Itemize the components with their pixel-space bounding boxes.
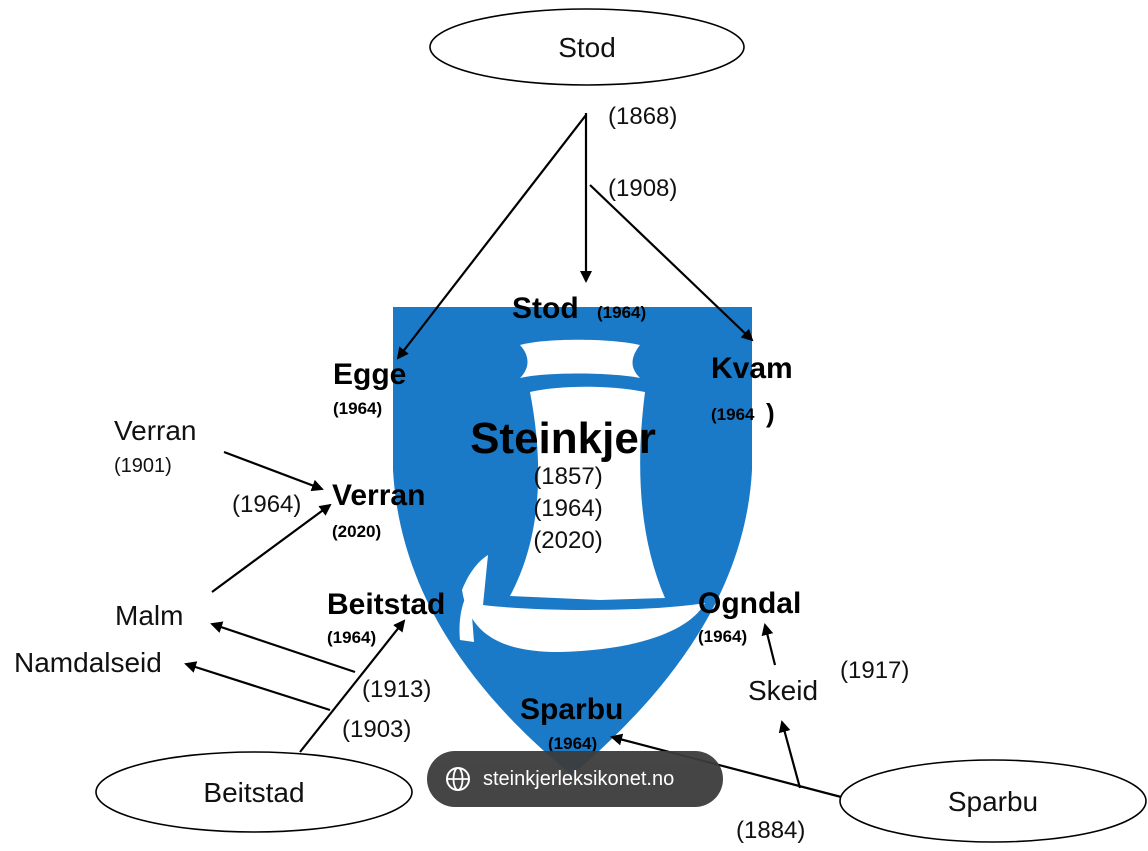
node-sparbu-label: Sparbu [948,786,1038,817]
shield-verran-label: Verran [332,479,425,512]
edge-year-1908: (1908) [608,175,677,202]
source-badge-text: steinkjerleksikonet.no [483,767,675,790]
shield-steinkjer-year-2: (1964) [533,495,602,522]
edge-stod-to-egge [396,114,587,360]
edge-beitstad-to-beitstad [299,619,406,753]
shield-kvam-paren: ) [766,398,775,428]
shield-verran-year: (2020) [332,522,381,541]
node-skeid-label: Skeid [748,675,818,706]
globe-icon [446,767,470,791]
edge-year-1964-verran: (1964) [232,491,301,518]
ship-icon [459,339,705,652]
shield-stod-label: Stod [512,292,579,325]
shield-stod-year: (1964) [597,303,646,322]
node-verran-old-year: (1901) [114,455,172,477]
edge-malm-to-verran [211,503,332,593]
edge-skeid-to-ogndal [761,623,777,666]
shield-ogndal-label: Ogndal [698,587,801,620]
shield-steinkjer-label: Steinkjer [470,414,656,463]
node-stod-label: Stod [558,32,616,63]
edge-year-1913: (1913) [362,676,431,703]
shield-sparbu-label: Sparbu [520,693,623,726]
node-beitstad-label: Beitstad [203,777,304,808]
node-malm-label: Malm [115,600,183,631]
shield-kvam-label: Kvam [711,352,793,385]
edge-beitstad-to-namdalseid [184,661,331,712]
shield-egge-label: Egge [333,358,406,391]
edge-beitstad-to-malm [210,621,356,674]
edges [184,113,846,800]
edge-year-1868: (1868) [608,103,677,130]
shield-beitstad-year: (1964) [327,628,376,647]
edge-sparbu-to-sparbu [610,733,846,800]
node-beitstad-ellipse [95,751,413,833]
node-namdalseid-label: Namdalseid [14,647,162,678]
shield-ogndal-year: (1964) [698,627,747,646]
node-stod-ellipse [429,8,745,86]
shield-steinkjer-year-1: (1857) [533,463,602,490]
edge-year-1917: (1917) [840,657,909,684]
edge-stod-to-kvam [589,184,754,342]
shield-egge-year: (1964) [333,399,382,418]
shield-kvam-year: (1964 [711,405,755,424]
edge-year-1903: (1903) [342,716,411,743]
source-badge[interactable]: steinkjerleksikonet.no [427,751,723,807]
edge-year-1884: (1884) [736,817,805,844]
shield-steinkjer-year-3: (2020) [533,527,602,554]
edge-sparbu-to-skeid [778,720,802,789]
node-verran-old-label: Verran [114,415,197,446]
node-sparbu-ellipse [839,759,1147,843]
shield-beitstad-label: Beitstad [327,588,445,621]
shield-sparbu-year: (1964) [548,734,597,753]
edge-verran-to-verran [223,450,324,492]
